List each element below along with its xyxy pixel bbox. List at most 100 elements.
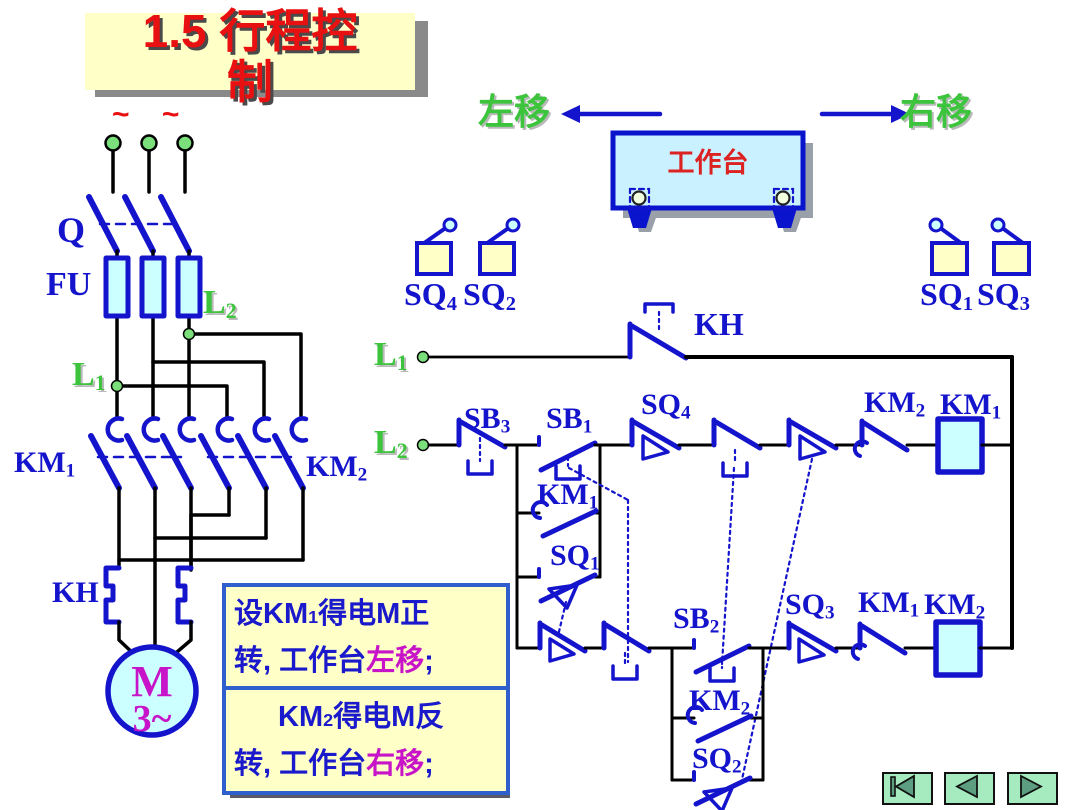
title-line-2: 制 — [227, 56, 273, 108]
worktable-leg — [627, 208, 652, 228]
l2-power-label: L2 — [203, 284, 237, 324]
sb1-link-dotted — [567, 466, 630, 664]
sq4-icon-label: SQ4 — [404, 276, 457, 315]
sb3-nc-stop-button — [456, 417, 508, 476]
power-circuit — [86, 134, 309, 738]
sq3-icon — [990, 217, 1031, 276]
worktable-leg — [772, 208, 797, 228]
roller-bracket — [772, 187, 795, 210]
thermal-relay-heater — [175, 565, 194, 625]
contactor-main-blades — [88, 433, 306, 491]
branch-wire-l2 — [187, 332, 303, 421]
contactor-pole-arcs — [105, 416, 309, 443]
sq2-icon-label: SQ2 — [463, 276, 516, 315]
motor-phase-label: 3~ — [132, 698, 172, 740]
move-right-label: 右移 — [900, 91, 973, 132]
worktable-body — [610, 130, 806, 211]
sb1-label: SB1 — [546, 402, 593, 438]
l2-terminal — [416, 438, 430, 452]
title-line-1: 1.5 行程控 — [142, 5, 358, 57]
sq1-no-limit-contact — [537, 567, 598, 638]
page-title: 1.5 行程控 制 — [85, 6, 415, 108]
km1-no-holding-contact — [530, 500, 599, 539]
km2-no-holding-contact — [685, 705, 754, 744]
l1-junction-dot — [110, 379, 124, 393]
worktable-label: 工作台 — [667, 148, 749, 178]
nav-next-button[interactable] — [1007, 772, 1058, 805]
sb1-nc-linked-contact — [601, 620, 652, 681]
sq3-icon-label: SQ3 — [977, 276, 1030, 315]
l1-power-label: L1 — [72, 356, 106, 396]
l2-control-label: L2 — [374, 424, 408, 464]
km2-main-label: KM2 — [306, 450, 368, 486]
supply-terminal — [176, 134, 194, 152]
branch-wire-mid — [151, 360, 266, 421]
km1-interlock-label: KM1 — [858, 586, 920, 622]
roller — [775, 190, 791, 206]
fuse — [103, 255, 131, 319]
note2-line1: KM2得电M反 — [278, 701, 445, 733]
go-first-icon — [890, 774, 915, 799]
reversing-crossover-wires — [117, 486, 305, 650]
sb1-no-start-button — [537, 435, 598, 481]
km2-holding-label: KM2 — [689, 684, 751, 720]
km1-main-label: KM1 — [14, 446, 76, 482]
sq2-icon — [478, 217, 521, 276]
note-km1-forward: 设KM1得电M正 转, 工作台左移; — [222, 583, 510, 692]
fu-fuse-label: FU — [46, 266, 92, 303]
title-box — [85, 13, 415, 90]
note2-line2: 转, 工作台右移; — [234, 748, 434, 780]
nav-first-button[interactable] — [882, 772, 933, 805]
km1-holding-label: KM1 — [537, 478, 599, 514]
worktable-scene — [561, 105, 910, 232]
km1-nc-interlock-contact — [850, 621, 908, 661]
note-km2-reverse: KM2得电M反 转, 工作台右移; — [222, 686, 510, 795]
go-previous-icon — [955, 774, 978, 799]
sq3-nc-limit-contact — [786, 620, 839, 664]
nav-previous-button[interactable] — [944, 772, 995, 805]
kh-nc-contact — [627, 302, 689, 361]
sb2-label: SB2 — [673, 602, 720, 638]
sb2-nc-linked-contact — [711, 417, 763, 666]
supply-terminal — [104, 134, 122, 152]
l1-terminal — [416, 350, 430, 364]
sb2-no-start-button — [692, 638, 752, 683]
supply-terminal — [140, 134, 158, 152]
sq1-icon-label: SQ1 — [920, 276, 973, 315]
sq3-contact-label: SQ3 — [785, 588, 835, 624]
note1-line2: 转, 工作台左移; — [234, 645, 434, 677]
km1-coil-label: KM1 — [940, 388, 1002, 424]
motor-m-label: M — [131, 657, 173, 706]
go-next-icon — [1020, 774, 1043, 799]
sb3-label: SB3 — [464, 402, 511, 438]
sq4-nc-limit-contact — [629, 417, 682, 461]
fuse — [175, 255, 203, 319]
km1-coil — [935, 416, 985, 475]
sq2-contact-label: SQ2 — [692, 742, 742, 778]
branch-wire-l1 — [115, 384, 229, 421]
km2-interlock-label: KM2 — [864, 386, 926, 422]
sq1-contact-label: SQ1 — [550, 539, 600, 575]
sq4-contact-label: SQ4 — [641, 388, 691, 424]
km2-nc-interlock-contact — [852, 418, 910, 458]
l2-junction-dot — [182, 327, 196, 341]
move-right-arrowhead — [891, 105, 910, 123]
motor-circle — [105, 644, 199, 738]
q-switch-label: Q — [57, 210, 86, 250]
kh-contact-label: KH — [694, 306, 744, 342]
sq4-icon — [415, 217, 458, 276]
roller — [631, 190, 647, 206]
phase-wire — [111, 149, 187, 194]
note1-line1: 设KM1得电M正 — [234, 598, 430, 630]
thermal-relay-heater — [103, 565, 122, 625]
control-circuit — [416, 302, 1014, 810]
l1-control-label: L1 — [374, 336, 408, 376]
km2-coil — [933, 619, 983, 678]
roller-bracket — [628, 187, 651, 210]
move-left-label: 左移 — [478, 91, 551, 132]
sq2-nc-linked-contact — [739, 417, 839, 786]
sq2-no-limit-contact — [692, 770, 753, 810]
move-left-arrowhead — [561, 105, 580, 123]
